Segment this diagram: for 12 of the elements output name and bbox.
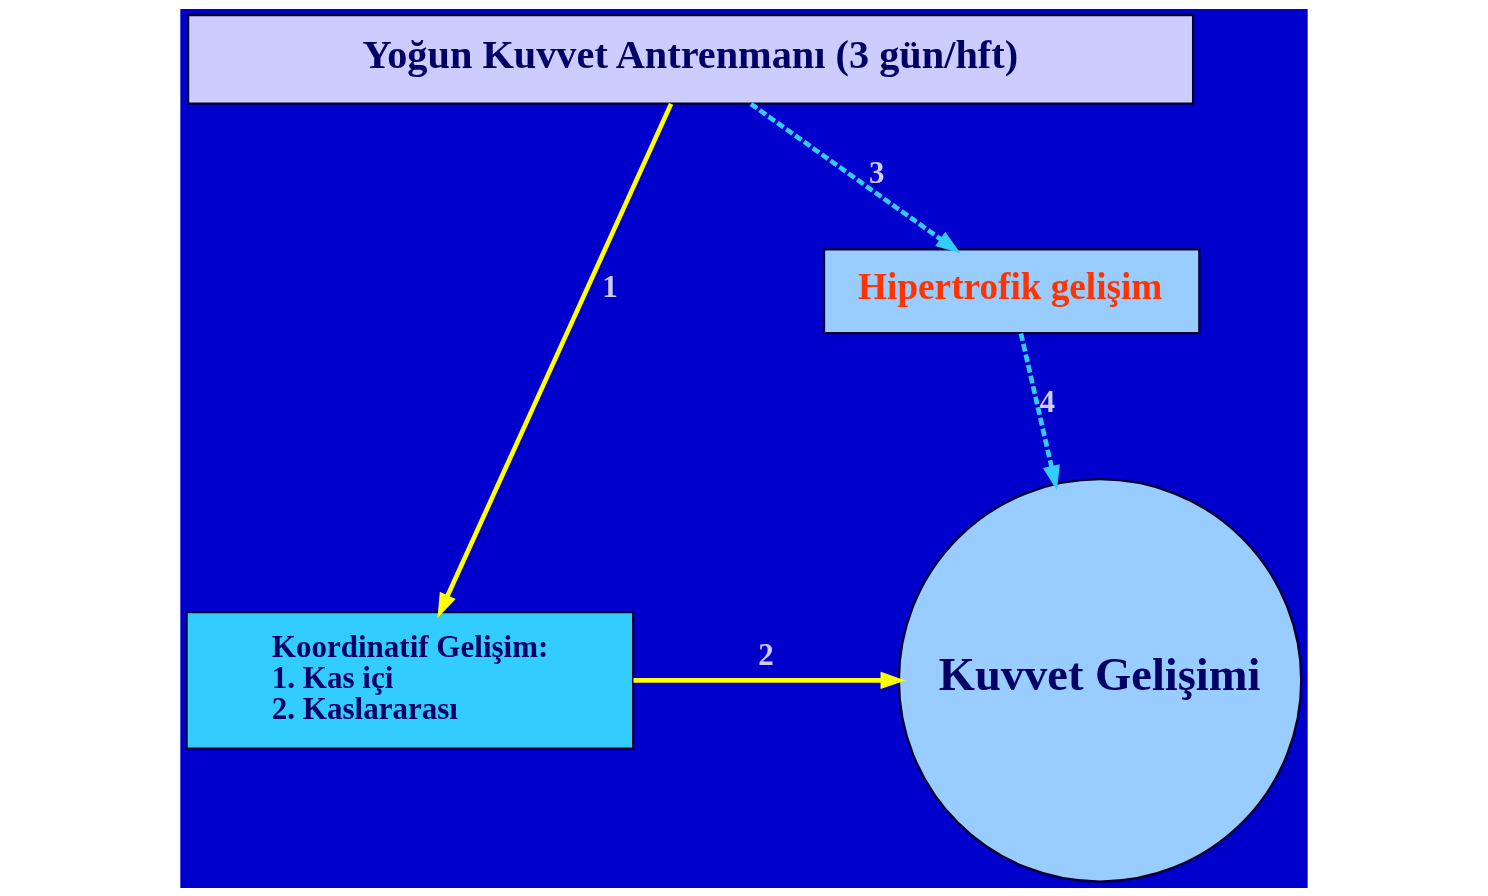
node-box: Koordinatif Gelişim: 1. Kas içi 2. Kaslararası (185, 610, 635, 750)
arrow (437, 102, 674, 618)
edge-label: 3 (868, 154, 885, 190)
arrow (633, 671, 906, 689)
arrow (749, 101, 961, 253)
arrow (1018, 332, 1060, 490)
node-box: Yoğun Kuvvet Antrenmanı (3 gün/hft) (186, 13, 1195, 105)
edge-label: 1 (602, 268, 618, 304)
node-box: Hipertrofik gelişim (822, 247, 1201, 334)
edge-label: 4 (1039, 383, 1056, 419)
node-circle: Kuvvet Gelişimi (897, 477, 1303, 883)
edge-label: 2 (758, 636, 774, 672)
